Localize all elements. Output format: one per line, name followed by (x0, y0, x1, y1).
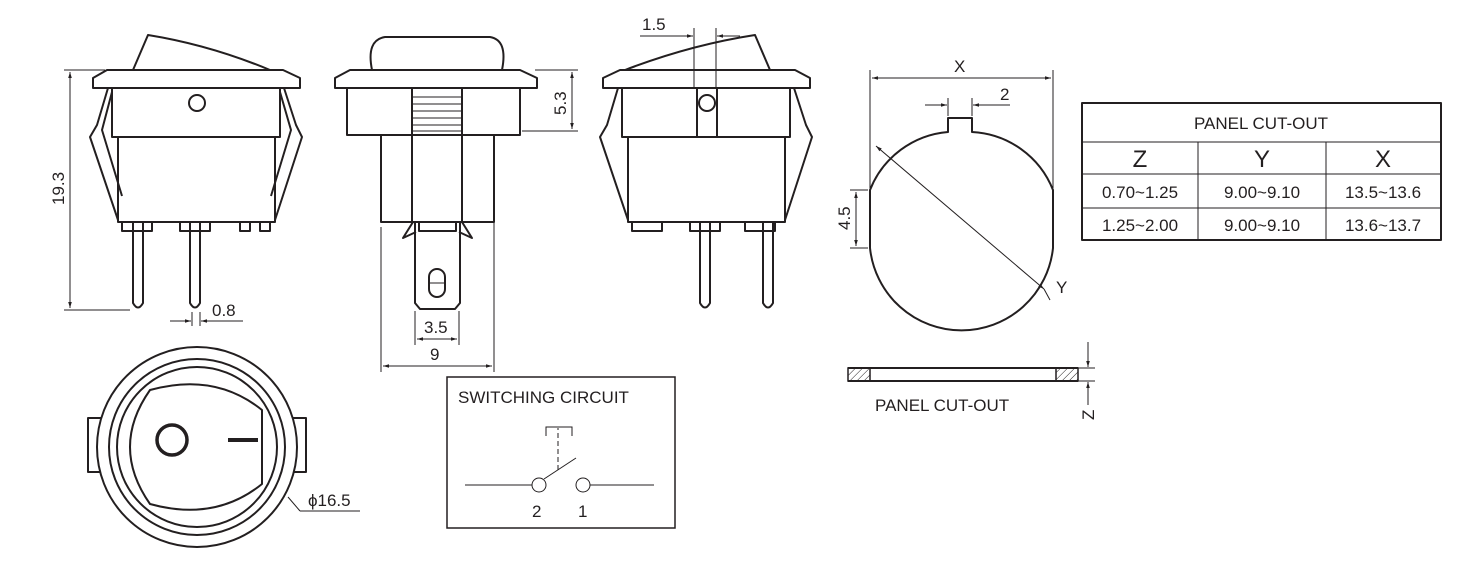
front-view: 5.3 3.5 9 (334, 36, 578, 372)
dim-flange-height: 5.3 (551, 91, 570, 115)
panel-cutout-table: PANEL CUT-OUT Z Y X 0.70~1.25 9.00~9.10 … (1081, 102, 1442, 241)
circuit-title: SWITCHING CIRCUIT (458, 388, 629, 407)
dim-pin-width: 0.8 (212, 301, 236, 320)
dim-cutout-flat: 4.5 (835, 206, 854, 230)
switching-circuit: SWITCHING CIRCUIT 2 1 (446, 376, 676, 529)
off-symbol-icon (155, 423, 189, 457)
dim-cutout-x: X (954, 57, 965, 76)
panel-cutout-shape: X 2 4.5 Y (835, 57, 1067, 332)
table-header-y: Y (1254, 146, 1270, 173)
dim-terminal-width: 3.5 (424, 318, 448, 337)
dim-panel-z: Z (1079, 410, 1098, 420)
table-cell: 0.70~1.25 (1102, 183, 1178, 202)
table-cell: 1.25~2.00 (1102, 216, 1178, 235)
dim-cutout-y: Y (1056, 278, 1067, 297)
table-cell: 13.5~13.6 (1345, 183, 1421, 202)
circuit-terminal-2: 2 (532, 502, 541, 521)
panel-section-label: PANEL CUT-OUT (875, 396, 1009, 415)
dim-height: 19.3 (49, 172, 68, 205)
table-cell: 9.00~9.10 (1224, 216, 1300, 235)
dim-body-width: 9 (430, 345, 439, 364)
table-cell: 13.6~13.7 (1345, 216, 1421, 235)
dim-diameter: ϕ16.5 (308, 491, 351, 510)
table-header-z: Z (1133, 146, 1148, 173)
table-title: PANEL CUT-OUT (1194, 114, 1328, 133)
panel-section: Z PANEL CUT-OUT (847, 342, 1098, 420)
circuit-terminal-1: 1 (578, 502, 587, 521)
table-header-x: X (1375, 146, 1391, 173)
side-view-right: 1.5 (599, 15, 813, 309)
top-view: ϕ16.5 (87, 346, 360, 548)
dim-cutout-key: 2 (1000, 85, 1009, 104)
table-cell: 9.00~9.10 (1224, 183, 1300, 202)
dim-offset: 1.5 (642, 15, 666, 34)
side-view-left: 19.3 0.8 (49, 34, 303, 326)
